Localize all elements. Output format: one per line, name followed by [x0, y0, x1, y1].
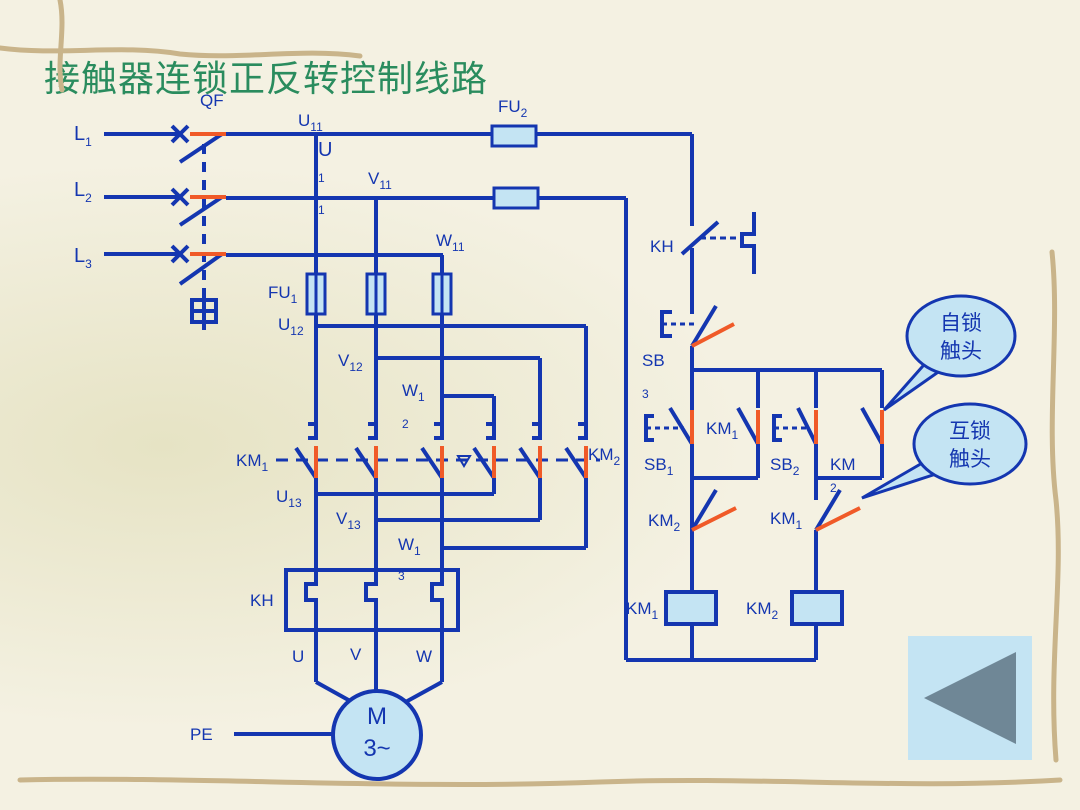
- motor-label: M: [367, 703, 387, 730]
- interlock-callout: [861, 402, 1028, 500]
- triangle-left-icon: [924, 652, 1016, 744]
- label-km2-self: KM: [830, 455, 856, 474]
- fu2-fuses: [490, 124, 540, 210]
- label-sb1: SB1: [644, 455, 674, 478]
- label-km2-coil: KM2: [746, 599, 779, 622]
- label-w13-stray: 3: [398, 569, 405, 583]
- label-u11: U11: [298, 111, 323, 134]
- label-km1-self: KM1: [706, 419, 739, 442]
- motor-type-label: 3~: [363, 735, 390, 762]
- callout-interlock-line2: 触头: [949, 447, 991, 471]
- kh-control-contact: [680, 212, 756, 274]
- label-sb: SB: [642, 351, 665, 370]
- label-w12-stray: 2: [402, 417, 409, 431]
- label-kh-ctrl: KH: [650, 237, 674, 256]
- sb-stop-button: [660, 304, 735, 348]
- label-l2: L2: [74, 179, 92, 205]
- label-u-stray: U: [318, 139, 332, 161]
- label-km1-coil: KM1: [626, 599, 659, 622]
- label-stray-1a: 1: [318, 171, 325, 185]
- callout-self-lock-line2: 触头: [940, 339, 982, 363]
- label-km2-main: KM2: [588, 445, 621, 468]
- back-button[interactable]: [908, 636, 1032, 760]
- label-w11: W11: [436, 231, 465, 254]
- slide-title: 接触器连锁正反转控制线路: [44, 59, 489, 100]
- decorative-vine-border: [0, 0, 1063, 788]
- label-w: W: [416, 647, 432, 666]
- motor: [331, 689, 423, 781]
- callout-interlock-line1: 互锁: [949, 419, 991, 443]
- label-sb2: SB2: [770, 455, 800, 478]
- label-km1-main: KM1: [236, 451, 269, 474]
- label-sb-stray: 3: [642, 387, 649, 401]
- label-w12: W1: [402, 381, 425, 404]
- qf-breaker: [170, 124, 226, 330]
- start-contacts: [644, 406, 884, 446]
- control-wires: [624, 134, 884, 662]
- label-pe: PE: [190, 725, 213, 744]
- label-fu2: FU2: [498, 97, 528, 120]
- label-u12: U12: [278, 315, 304, 338]
- label-v: V: [350, 645, 362, 664]
- label-km1-interlock: KM1: [770, 509, 803, 532]
- self-lock-callout: [882, 294, 1017, 412]
- label-km2-self-stray: 2: [830, 481, 837, 495]
- label-u: U: [292, 647, 304, 666]
- main-contacts: [276, 422, 600, 480]
- label-km2-interlock: KM2: [648, 511, 681, 534]
- label-v11: V11: [368, 169, 392, 192]
- label-v12: V12: [338, 351, 363, 374]
- interlock-contacts: [690, 488, 861, 532]
- label-fu1: FU1: [268, 283, 298, 306]
- callout-self-lock-line1: 自锁: [940, 311, 982, 335]
- label-w13: W1: [398, 535, 421, 558]
- label-qf: QF: [200, 91, 224, 110]
- fu1-fuses: [305, 272, 453, 316]
- label-stray-1b: 1: [318, 203, 325, 217]
- label-l1: L1: [74, 123, 92, 149]
- label-u13: U13: [276, 487, 302, 510]
- label-kh-main: KH: [250, 591, 274, 610]
- label-l3: L3: [74, 245, 92, 271]
- kh-thermal-relay: [284, 568, 460, 632]
- label-v13: V13: [336, 509, 361, 532]
- main-power-wires: [104, 132, 692, 736]
- coils: [664, 590, 844, 626]
